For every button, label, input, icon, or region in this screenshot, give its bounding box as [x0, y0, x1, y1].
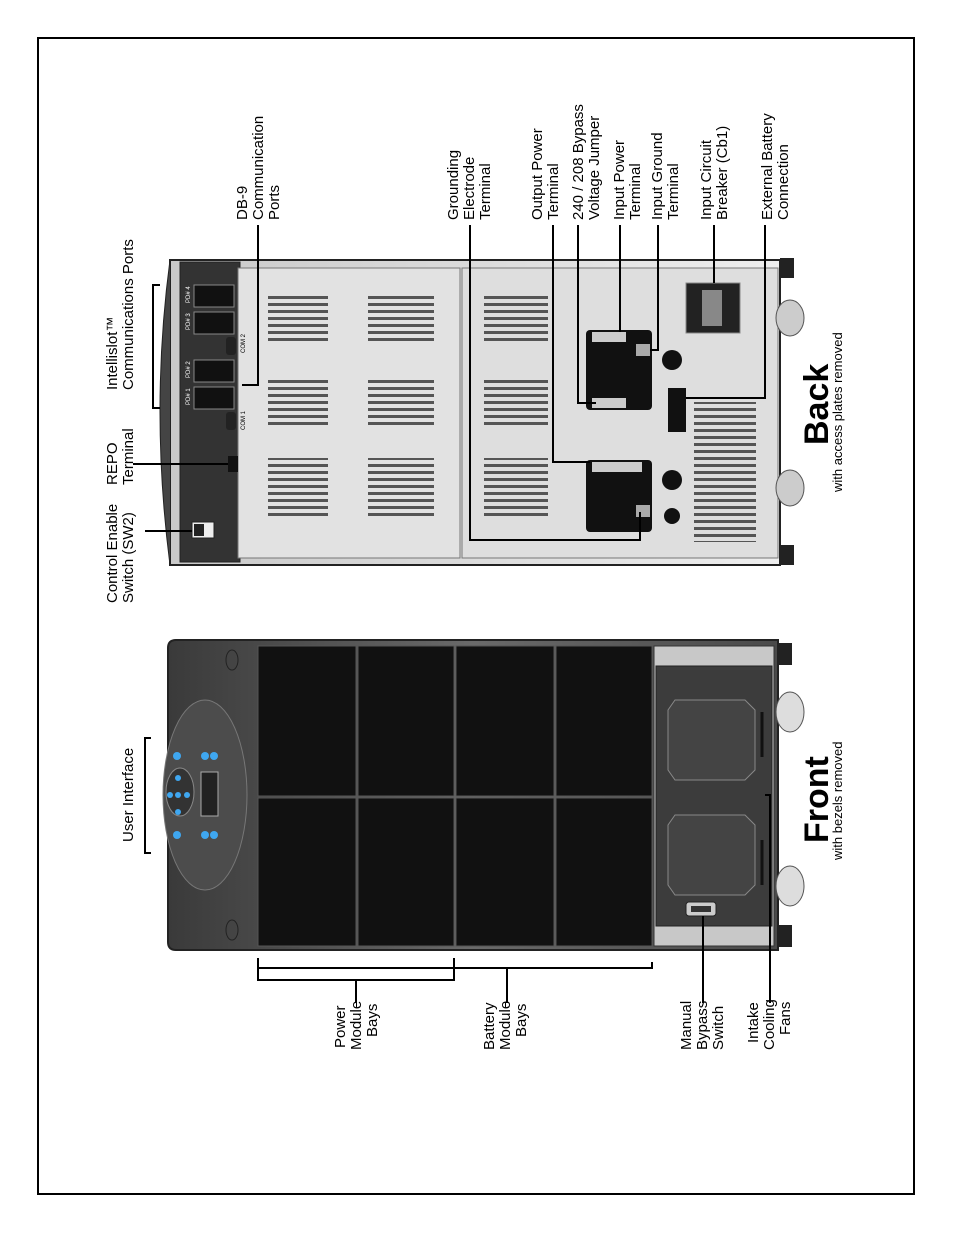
- ui-button-icon[interactable]: [201, 752, 209, 760]
- module-bays: [257, 645, 653, 947]
- label-repo-1: REPO: [104, 442, 121, 485]
- label-manual-bypass-2: Bypass: [694, 1001, 711, 1050]
- page-border: [37, 37, 915, 1195]
- port-mark: PD# 3: [186, 313, 192, 330]
- label-bypass-jumper-1: 240 / 208 Bypass: [570, 104, 587, 220]
- label-intellislot-1: Intellislot™: [104, 317, 121, 390]
- output-power-terminal-block: [586, 460, 652, 532]
- db9-port[interactable]: [226, 412, 236, 430]
- port-mark: PD# 4: [186, 286, 192, 303]
- label-grounding-2: Electrode: [461, 157, 478, 220]
- label-input-breaker-1: Input Circuit: [698, 139, 715, 220]
- input-ground-terminal: [662, 350, 682, 370]
- label-repo-2: Terminal: [120, 428, 137, 485]
- label-manual-bypass-1: Manual: [678, 1001, 695, 1050]
- ui-button-icon[interactable]: [184, 792, 190, 798]
- input-power-terminal-block: [586, 330, 652, 410]
- battery-bay: [555, 645, 653, 797]
- battery-bay: [555, 797, 653, 947]
- labels: User Interface Power Module Bays Battery…: [104, 104, 845, 1050]
- external-battery-connection: [668, 388, 686, 432]
- ui-button-icon[interactable]: [173, 831, 181, 839]
- label-input-power-1: Input Power: [611, 140, 628, 220]
- repo-terminal[interactable]: [228, 456, 238, 472]
- port-mark: PD# 1: [186, 388, 192, 405]
- intellislot-port[interactable]: [193, 386, 235, 410]
- db9-port[interactable]: [226, 337, 236, 355]
- back-subtitle: with access plates removed: [830, 332, 845, 493]
- label-power-bays-3: Bays: [364, 1004, 381, 1037]
- intake-cooling-fan: [667, 699, 756, 781]
- port-mark: COM 1: [241, 410, 247, 430]
- ui-button-icon[interactable]: [201, 831, 209, 839]
- label-db9-3: Ports: [266, 185, 283, 220]
- label-input-power-2: Terminal: [627, 163, 644, 220]
- label-power-bays-1: Power: [332, 1005, 349, 1048]
- label-ext-battery-2: Connection: [775, 144, 792, 220]
- intellislot-port[interactable]: [193, 359, 235, 383]
- power-bay: [257, 797, 357, 947]
- label-bypass-jumper-2: Voltage Jumper: [586, 116, 603, 220]
- leader-lines: [133, 225, 771, 1003]
- power-bay: [357, 645, 455, 797]
- label-intake-fans-3: Fans: [777, 1002, 794, 1035]
- ui-button-icon[interactable]: [210, 752, 218, 760]
- label-intake-fans-1: Intake: [745, 1002, 762, 1043]
- label-grounding-1: Grounding: [445, 150, 462, 220]
- battery-bay: [455, 797, 555, 947]
- lcd-display: [200, 771, 219, 817]
- back-title: Back: [798, 364, 836, 445]
- port-mark: COM 2: [241, 333, 247, 353]
- back-cabinet: PD# 4 PD# 3 PD# 2 PD# 1 COM 2 COM 1: [159, 258, 805, 566]
- label-grounding-3: Terminal: [477, 163, 494, 220]
- label-input-breaker-2: Breaker (Cb1): [714, 126, 731, 220]
- ui-button-icon[interactable]: [175, 809, 181, 815]
- ui-button-icon[interactable]: [175, 792, 181, 798]
- label-ext-battery-1: External Battery: [759, 113, 776, 220]
- label-intake-fans-2: Cooling: [761, 999, 778, 1050]
- label-output-power-1: Output Power: [529, 128, 546, 220]
- label-battery-bays-1: Battery: [481, 1002, 498, 1050]
- label-control-enable-2: Switch (SW2): [120, 512, 137, 603]
- port-mark: PD# 2: [186, 361, 192, 378]
- front-title: Front: [798, 756, 836, 843]
- front-subtitle: with bezels removed: [830, 742, 845, 862]
- front-cabinet: [162, 639, 805, 951]
- label-manual-bypass-3: Switch: [710, 1006, 727, 1050]
- ui-button-icon[interactable]: [167, 792, 173, 798]
- ui-button-icon[interactable]: [175, 775, 181, 781]
- power-bay: [257, 645, 357, 797]
- intellislot-port[interactable]: [193, 284, 235, 308]
- intellislot-port[interactable]: [193, 311, 235, 335]
- label-input-ground-2: Terminal: [665, 163, 682, 220]
- label-output-power-2: Terminal: [545, 163, 562, 220]
- label-battery-bays-2: Module: [497, 1001, 514, 1050]
- label-control-enable-1: Control Enable: [104, 504, 121, 603]
- label-input-ground-1: Input Ground: [649, 132, 666, 220]
- label-power-bays-2: Module: [348, 1001, 365, 1050]
- label-battery-bays-3: Bays: [513, 1004, 530, 1037]
- label-db9-2: Communication: [250, 116, 267, 220]
- ui-button-icon[interactable]: [173, 752, 181, 760]
- label-db9-1: DB-9: [234, 186, 251, 220]
- intake-cooling-fan: [667, 814, 756, 896]
- ui-button-icon[interactable]: [210, 831, 218, 839]
- power-bay: [357, 797, 455, 947]
- battery-bay: [455, 645, 555, 797]
- label-intellislot-2: Communications Ports: [120, 239, 137, 390]
- label-user-interface: User Interface: [120, 748, 137, 842]
